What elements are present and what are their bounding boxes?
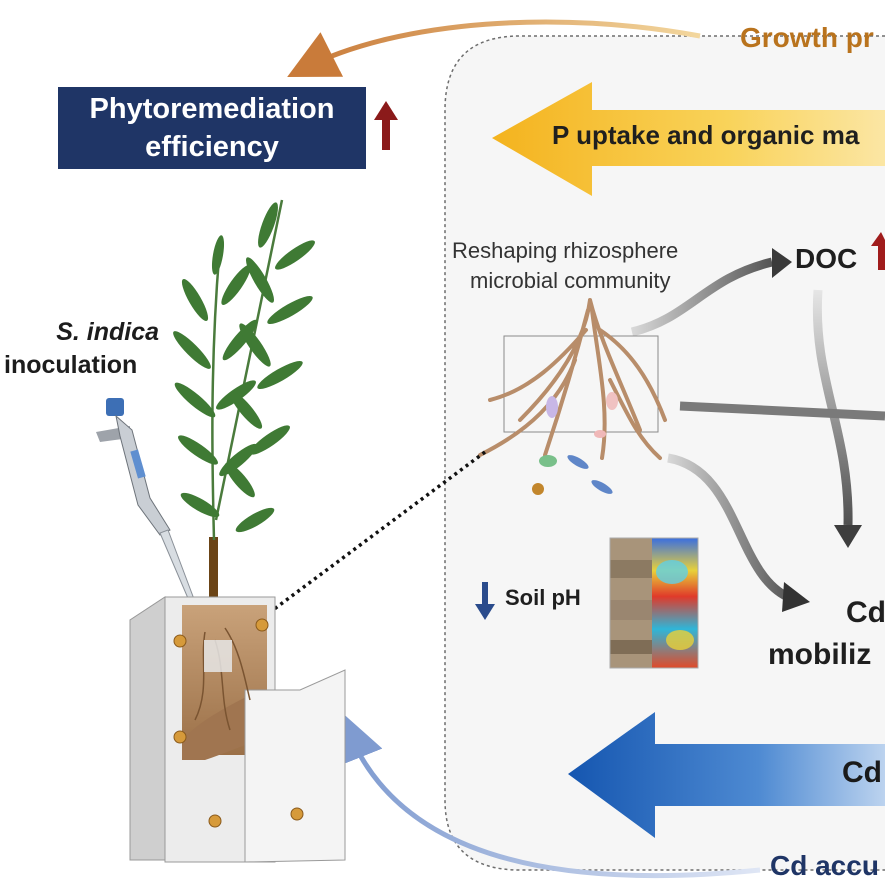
arrow-to-cd-mobilization-head <box>782 582 810 612</box>
willow-plant <box>173 199 315 622</box>
p-uptake-label: P uptake and organic ma <box>552 120 860 150</box>
doc-up-arrow <box>871 232 885 270</box>
growth-feedback-arrow <box>287 19 701 78</box>
rhizobox <box>129 596 346 863</box>
p-uptake-arrow <box>492 82 885 196</box>
title-line1: Phytoremediation <box>89 93 335 125</box>
cd-feedback-arrow <box>335 711 761 879</box>
arrow-horizontal <box>679 401 885 421</box>
rhizosphere-label-line1: Reshaping rhizosphere <box>452 238 679 263</box>
soil-ph-down-arrow <box>475 582 495 620</box>
soil-profile-image <box>609 537 699 669</box>
cd-accumulation-label: Cd accu <box>770 850 879 881</box>
cd-mobilization-line1: Cd <box>846 596 885 629</box>
rhizosphere-roots <box>478 298 667 495</box>
rhizosphere-label-line2: microbial community <box>470 268 671 293</box>
arrow-to-cd-mobilization <box>667 453 792 603</box>
doc-label: DOC <box>795 243 858 274</box>
cd-uptake-arrow <box>568 712 885 838</box>
cd-arrow-label: Cd <box>842 756 882 789</box>
efficiency-up-arrow <box>374 101 398 150</box>
arrow-doc-down <box>812 289 853 526</box>
inoculation-label-word: inoculation <box>4 351 138 379</box>
title-line2: efficiency <box>145 131 279 163</box>
arrow-to-doc <box>630 257 774 337</box>
arrow-to-doc-head <box>772 248 792 278</box>
arrow-doc-down-head <box>834 525 862 548</box>
process-panel-border <box>444 35 885 871</box>
inoculation-label-species: S. indica <box>56 318 159 346</box>
soil-ph-label: Soil pH <box>505 585 581 610</box>
growth-promotion-label: Growth pr <box>740 22 874 53</box>
phytoremediation-efficiency-box: Phytoremediation efficiency <box>58 87 366 169</box>
cd-mobilization-line2: mobiliz <box>768 638 872 671</box>
pipette <box>96 398 201 618</box>
